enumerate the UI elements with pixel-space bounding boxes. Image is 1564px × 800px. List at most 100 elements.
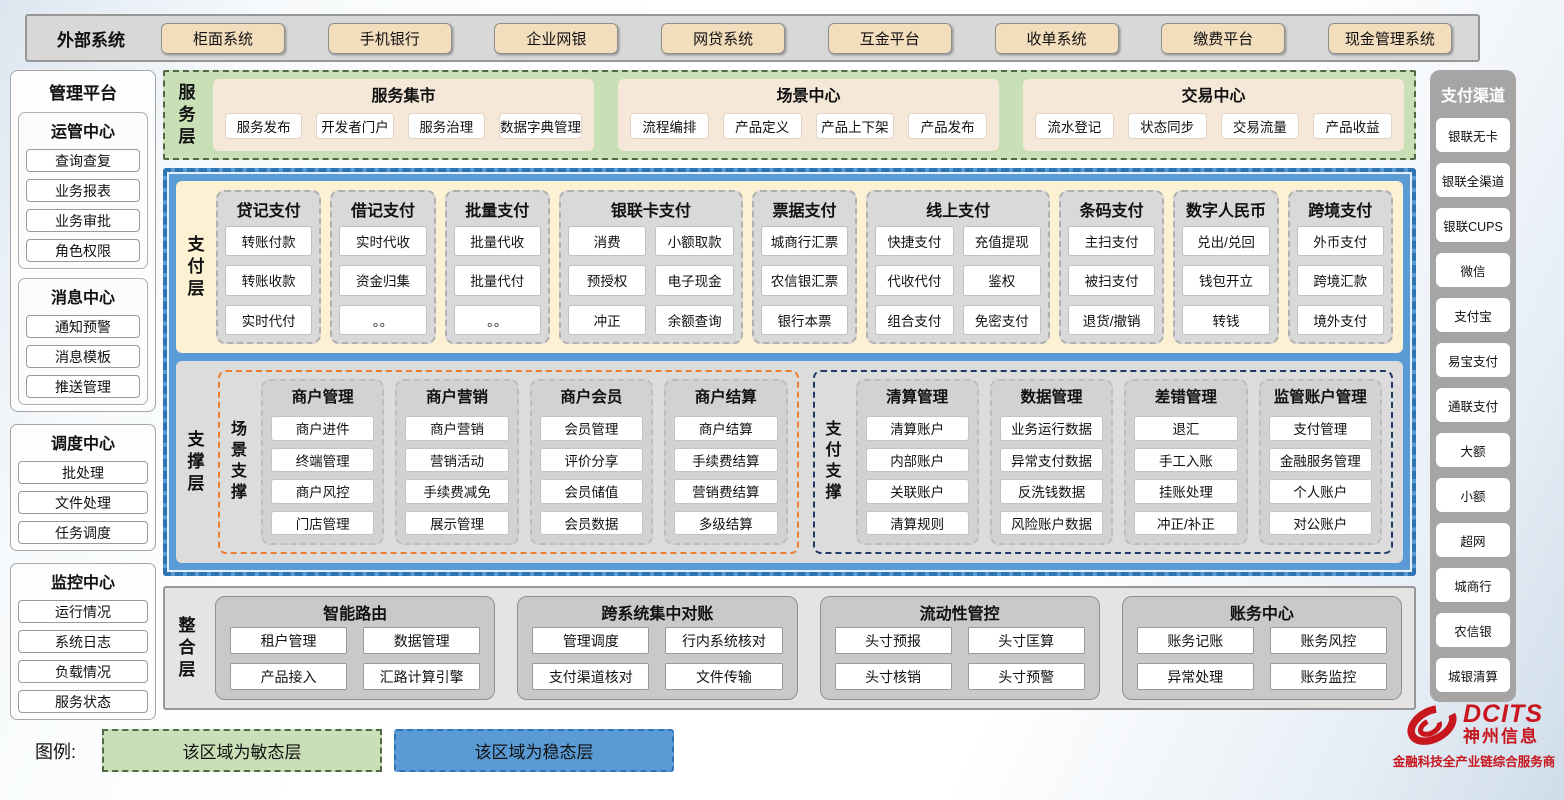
payment-card[interactable]: 农信银汇票 — [760, 265, 849, 296]
support-card[interactable]: 手续费减免 — [405, 479, 509, 504]
payment-channel[interactable]: 易宝支付 — [1436, 343, 1510, 377]
external-system-button[interactable]: 收单系统 — [994, 22, 1119, 54]
service-card[interactable]: 流程编排 — [630, 113, 709, 139]
integration-card[interactable]: 头寸匡算 — [967, 627, 1085, 654]
payment-channel[interactable]: 城商行 — [1436, 568, 1510, 602]
sidebar-item[interactable]: 运行情况 — [18, 600, 148, 623]
payment-card[interactable]: 转钱 — [1182, 304, 1270, 335]
payment-card[interactable]: 预授权 — [567, 265, 647, 296]
external-system-button[interactable]: 手机银行 — [327, 22, 452, 54]
payment-channel[interactable]: 小额 — [1436, 478, 1510, 512]
payment-channel[interactable]: 大额 — [1436, 433, 1510, 467]
support-card[interactable]: 商户营销 — [405, 416, 509, 441]
support-card[interactable]: 展示管理 — [405, 510, 509, 535]
sidebar-item[interactable]: 推送管理 — [26, 375, 140, 398]
payment-card[interactable]: 转账付款 — [225, 226, 313, 257]
support-card[interactable]: 门店管理 — [271, 510, 375, 535]
support-card[interactable]: 清算账户 — [865, 416, 969, 441]
sidebar-item[interactable]: 批处理 — [18, 461, 148, 484]
payment-card[interactable]: 批量代付 — [453, 265, 541, 296]
payment-card[interactable]: 冲正 — [567, 304, 647, 335]
payment-card[interactable]: 城商行汇票 — [760, 226, 849, 257]
support-card[interactable]: 商户进件 — [271, 416, 375, 441]
sidebar-item[interactable]: 通知预警 — [26, 315, 140, 338]
payment-card[interactable]: 免密支付 — [962, 304, 1042, 335]
external-system-button[interactable]: 网贷系统 — [661, 22, 786, 54]
support-card[interactable]: 清算规则 — [865, 510, 969, 535]
payment-card[interactable]: 跨境汇款 — [1296, 265, 1384, 296]
sidebar-item[interactable]: 业务报表 — [26, 179, 140, 202]
external-system-button[interactable]: 企业网银 — [494, 22, 619, 54]
sidebar-item[interactable]: 任务调度 — [18, 521, 148, 544]
support-card[interactable]: 异常支付数据 — [999, 447, 1104, 472]
support-card[interactable]: 手工入账 — [1134, 447, 1238, 472]
payment-channel[interactable]: 银联全渠道 — [1436, 163, 1510, 197]
integration-card[interactable]: 管理调度 — [532, 627, 650, 654]
support-card[interactable]: 关联账户 — [865, 479, 969, 504]
external-system-button[interactable]: 现金管理系统 — [1327, 22, 1452, 54]
payment-channel[interactable]: 微信 — [1436, 253, 1510, 287]
support-card[interactable]: 金融服务管理 — [1268, 447, 1372, 472]
payment-channel[interactable]: 通联支付 — [1436, 388, 1510, 422]
sidebar-item[interactable]: 角色权限 — [26, 239, 140, 262]
integration-card[interactable]: 头寸预警 — [967, 663, 1085, 690]
payment-card[interactable]: 转账收款 — [225, 265, 313, 296]
payment-card[interactable]: 境外支付 — [1296, 304, 1384, 335]
support-card[interactable]: 商户风控 — [271, 479, 375, 504]
integration-card[interactable]: 头寸预报 — [834, 627, 952, 654]
service-card[interactable]: 产品定义 — [722, 113, 802, 139]
service-card[interactable]: 交易流量 — [1220, 113, 1300, 139]
sidebar-item[interactable]: 服务状态 — [18, 690, 148, 713]
service-card[interactable]: 产品收益 — [1313, 113, 1392, 139]
support-card[interactable]: 反洗钱数据 — [999, 479, 1104, 504]
support-card[interactable]: 会员管理 — [539, 416, 644, 441]
support-card[interactable]: 商户结算 — [674, 416, 778, 441]
support-card[interactable]: 对公账户 — [1268, 510, 1372, 535]
support-card[interactable]: 营销活动 — [405, 447, 509, 472]
sidebar-item[interactable]: 负载情况 — [18, 660, 148, 683]
service-card[interactable]: 数据字典管理 — [498, 113, 582, 139]
payment-channel[interactable]: 超网 — [1436, 523, 1510, 557]
support-card[interactable]: 终端管理 — [271, 447, 375, 472]
payment-channel[interactable]: 银联CUPS — [1436, 208, 1510, 242]
support-card[interactable]: 风险账户数据 — [999, 510, 1104, 535]
payment-card[interactable]: 钱包开立 — [1182, 265, 1270, 296]
payment-channel[interactable]: 支付宝 — [1436, 298, 1510, 332]
payment-card[interactable]: 电子现金 — [655, 265, 734, 296]
service-card[interactable]: 产品上下架 — [815, 113, 895, 139]
support-card[interactable]: 个人账户 — [1268, 479, 1372, 504]
service-card[interactable]: 产品发布 — [908, 113, 987, 139]
integration-card[interactable]: 异常处理 — [1136, 663, 1254, 690]
payment-card[interactable]: 资金归集 — [339, 265, 427, 296]
sidebar-item[interactable]: 文件处理 — [18, 491, 148, 514]
support-card[interactable]: 业务运行数据 — [999, 416, 1104, 441]
payment-card[interactable]: 实时代付 — [225, 304, 313, 335]
service-card[interactable]: 服务治理 — [407, 113, 485, 139]
payment-card[interactable]: 银行本票 — [760, 304, 849, 335]
support-card[interactable]: 手续费结算 — [674, 447, 778, 472]
integration-card[interactable]: 支付渠道核对 — [532, 663, 650, 690]
payment-card[interactable]: 兑出/兑回 — [1182, 226, 1270, 257]
support-card[interactable]: 会员数据 — [539, 510, 644, 535]
payment-channel[interactable]: 农信银 — [1436, 613, 1510, 647]
external-system-button[interactable]: 互金平台 — [827, 22, 952, 54]
integration-card[interactable]: 租户管理 — [230, 627, 348, 654]
payment-card[interactable]: 。。 — [453, 304, 541, 335]
external-system-button[interactable]: 柜面系统 — [161, 22, 285, 54]
sidebar-item[interactable]: 消息模板 — [26, 345, 140, 368]
payment-card[interactable]: 代收代付 — [875, 265, 954, 296]
integration-card[interactable]: 数据管理 — [363, 627, 481, 654]
payment-channel[interactable]: 银联无卡 — [1436, 118, 1510, 152]
support-card[interactable]: 营销费结算 — [674, 479, 778, 504]
integration-card[interactable]: 头寸核销 — [834, 663, 952, 690]
payment-channel[interactable]: 城银清算 — [1436, 658, 1510, 692]
payment-card[interactable]: 外币支付 — [1296, 226, 1384, 257]
payment-card[interactable]: 快捷支付 — [875, 226, 954, 257]
support-card[interactable]: 冲正/补正 — [1134, 510, 1238, 535]
integration-card[interactable]: 账务风控 — [1269, 627, 1387, 654]
integration-card[interactable]: 行内系统核对 — [665, 627, 783, 654]
sidebar-item[interactable]: 系统日志 — [18, 630, 148, 653]
payment-card[interactable]: 余额查询 — [655, 304, 734, 335]
integration-card[interactable]: 账务记账 — [1136, 627, 1254, 654]
payment-card[interactable]: 组合支付 — [875, 304, 954, 335]
